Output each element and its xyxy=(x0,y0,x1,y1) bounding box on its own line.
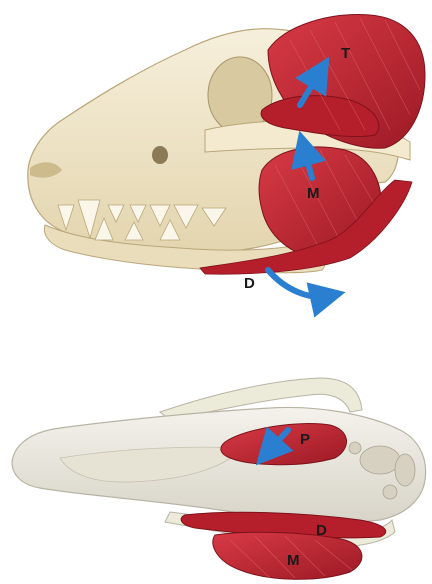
ventral-skull-view: P D M xyxy=(12,378,426,579)
lateral-skull-view: T M D xyxy=(28,15,425,297)
digastricus-arrow xyxy=(268,270,328,297)
masseter-ventral-label: M xyxy=(287,552,300,569)
temporalis-label: T xyxy=(341,45,350,62)
pterygoid-label: P xyxy=(300,431,310,448)
digastricus-ventral-label: D xyxy=(316,522,327,539)
digastricus-label: D xyxy=(244,275,255,292)
lateral-foramen xyxy=(152,146,168,164)
masseter-lateral-label: M xyxy=(307,185,320,202)
